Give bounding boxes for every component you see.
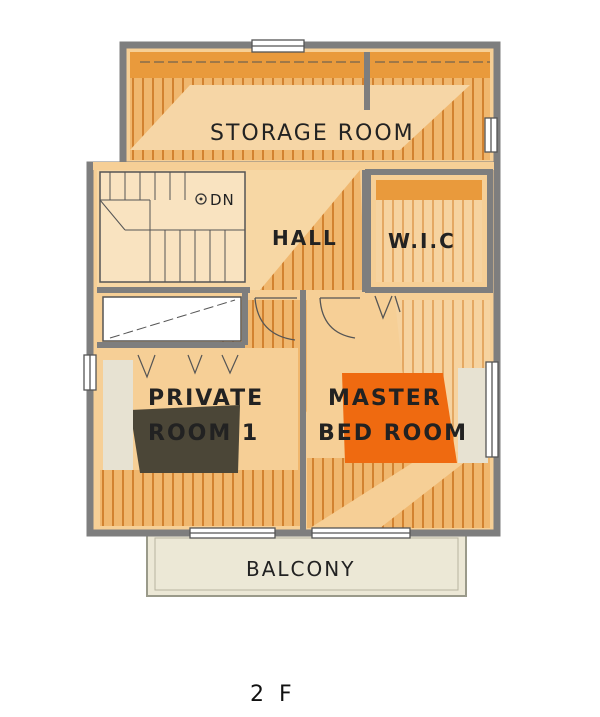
stairs-down-label: DN xyxy=(210,191,235,209)
hall-label: HALL xyxy=(272,226,338,250)
wic-label: W.I.C xyxy=(388,229,456,253)
door-swings xyxy=(254,295,401,341)
interior-walls xyxy=(97,170,490,533)
private-closet xyxy=(102,296,242,342)
stair-down-icon xyxy=(195,193,207,205)
master-bed-room: MASTER BED ROOM xyxy=(307,296,490,528)
door-swing-icon xyxy=(254,297,296,341)
storage-room xyxy=(130,52,490,160)
floor-level-label: 2 F xyxy=(250,682,296,707)
master-room-label-2: BED ROOM xyxy=(318,421,468,446)
private-room-1: PRIVATE ROOM 1 xyxy=(100,348,300,528)
staircase: DN xyxy=(99,171,246,283)
walk-in-closet xyxy=(365,169,493,293)
balcony-label: BALCONY xyxy=(246,557,355,581)
private-room-label-2: ROOM 1 xyxy=(148,421,259,446)
private-room-label-1: PRIVATE xyxy=(148,386,264,411)
balcony xyxy=(146,531,467,597)
master-bed xyxy=(342,373,457,463)
windows xyxy=(83,39,499,539)
storage-room-label: STORAGE ROOM xyxy=(210,121,415,146)
master-room-label-1: MASTER xyxy=(328,386,442,411)
private-bed xyxy=(130,405,240,473)
door-swing-icon xyxy=(319,297,356,339)
